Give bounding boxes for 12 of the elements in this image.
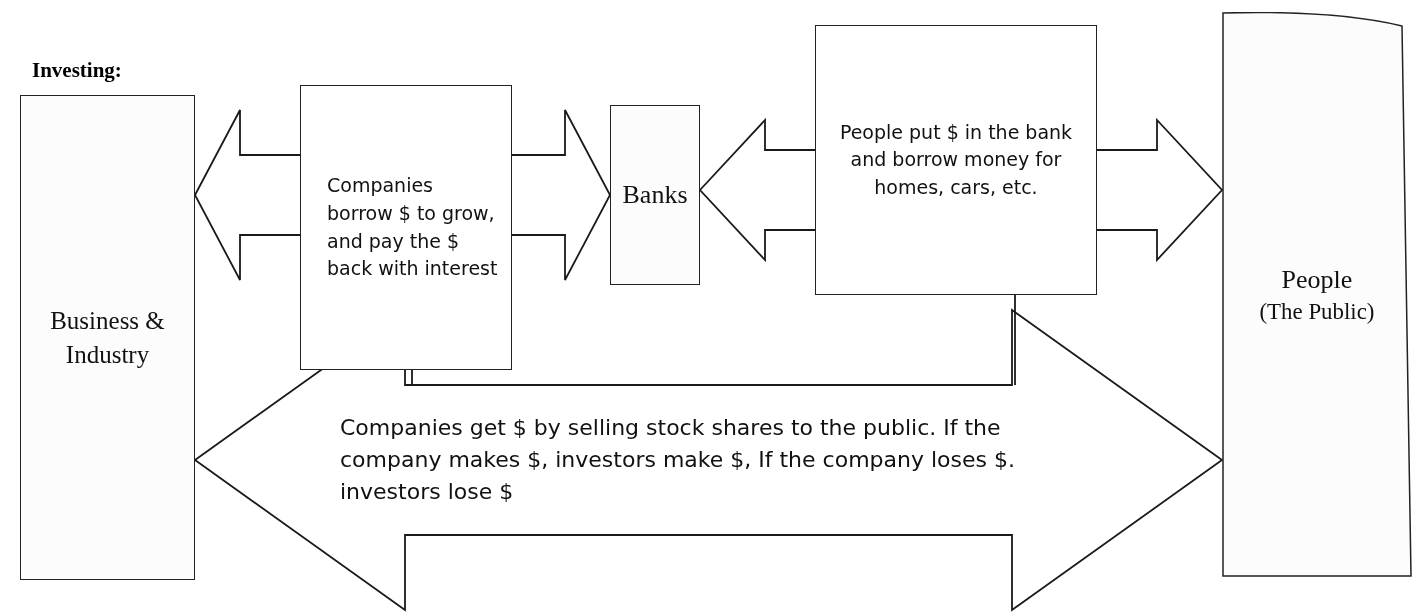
curved-box <box>1222 12 1412 577</box>
edge-label: Companies get $ by selling stock shares to the public. If the company makes $, investors make $, If the company loses $. investors lose $ <box>340 414 1016 506</box>
rect-box <box>20 95 195 580</box>
diagram-title: Investing: <box>32 58 122 83</box>
edge-label: Companies borrow $ to grow, and pay the $ back with interest <box>300 85 512 370</box>
edge-label: People put $ in the bank and borrow money for homes, cars, etc. <box>815 25 1097 295</box>
node-title: Business & Industry <box>49 305 166 370</box>
block-arrow <box>193 308 1224 612</box>
rect-box <box>610 105 700 285</box>
node-subtitle: (The Public) <box>1258 297 1376 326</box>
node-title: People <box>1280 263 1354 296</box>
node-title: Banks <box>621 179 689 212</box>
